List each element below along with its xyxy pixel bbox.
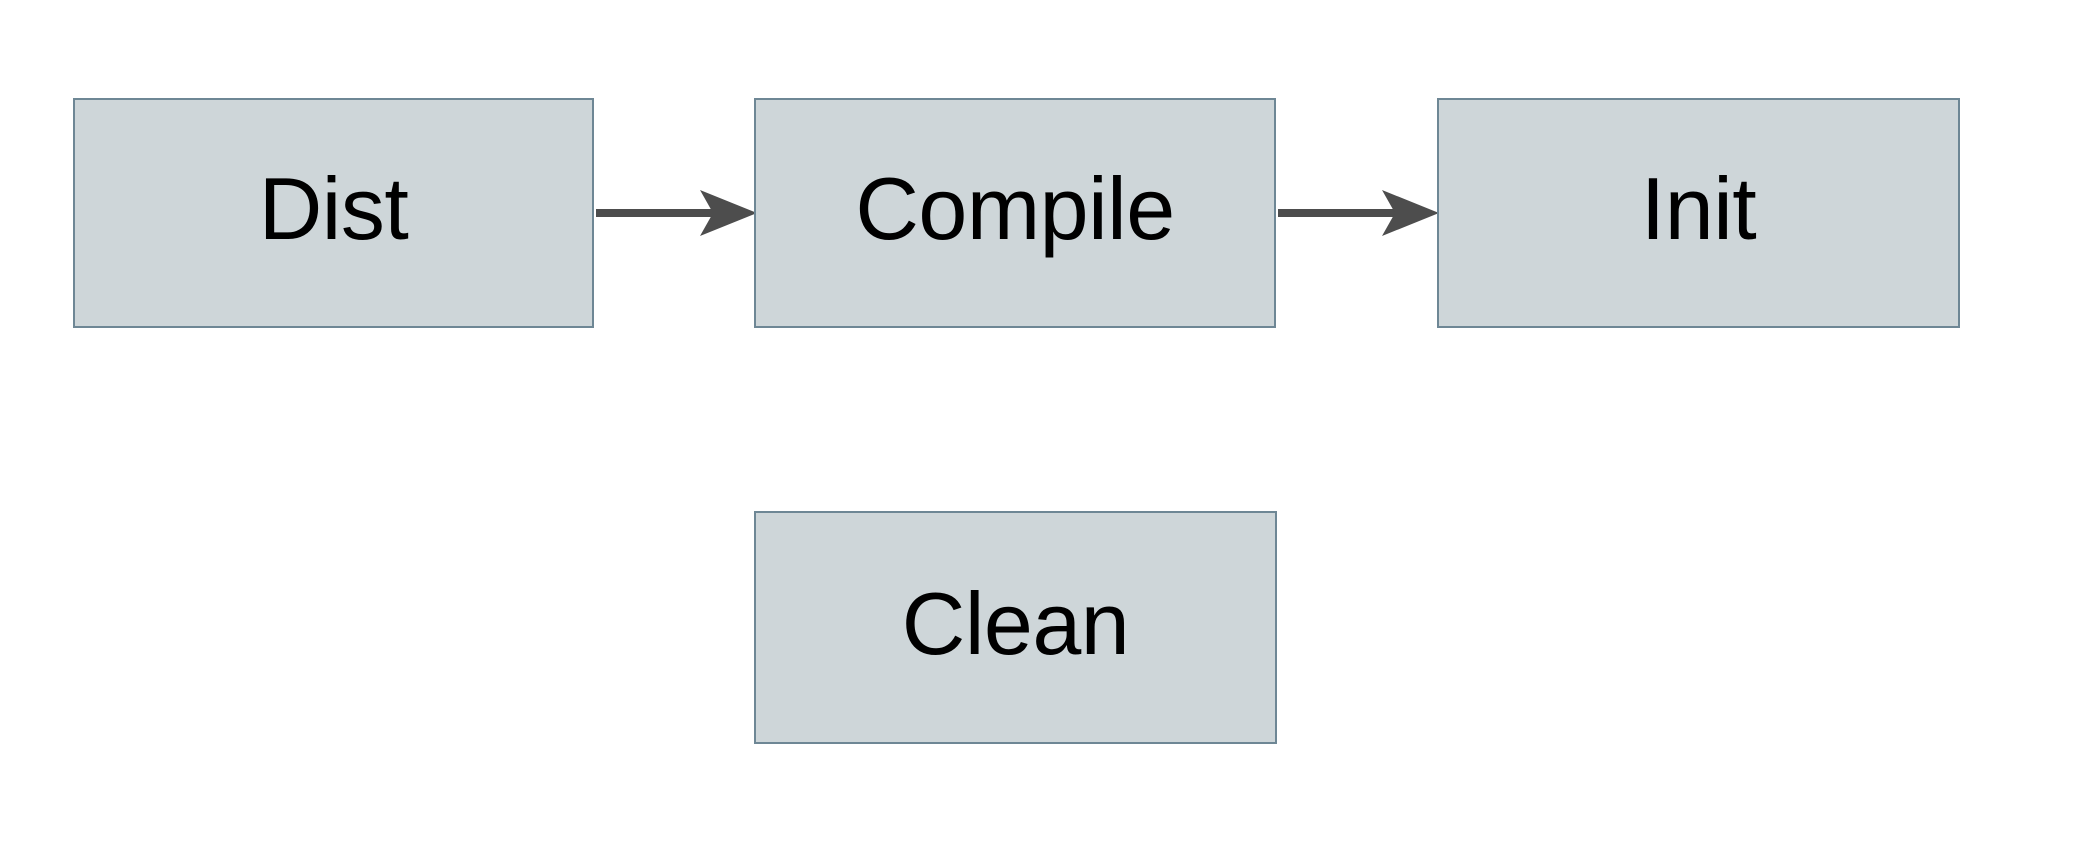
diagram-node-compile-label: Compile — [855, 159, 1175, 258]
diagram-node-init[interactable]: Init — [1437, 98, 1960, 328]
edge-compile-to-init — [1278, 190, 1439, 236]
diagram-node-init-label: Init — [1640, 159, 1757, 258]
diagram-node-clean-label: Clean — [901, 573, 1130, 673]
edge-dist-to-compile-arrowhead — [700, 190, 757, 236]
diagram-node-compile[interactable]: Compile — [754, 98, 1276, 328]
diagram-node-dist-label: Dist — [258, 159, 409, 258]
diagram-node-clean[interactable]: Clean — [754, 511, 1277, 744]
edge-dist-to-compile — [596, 190, 757, 236]
edge-compile-to-init-arrowhead — [1382, 190, 1439, 236]
diagram-node-dist[interactable]: Dist — [73, 98, 594, 328]
